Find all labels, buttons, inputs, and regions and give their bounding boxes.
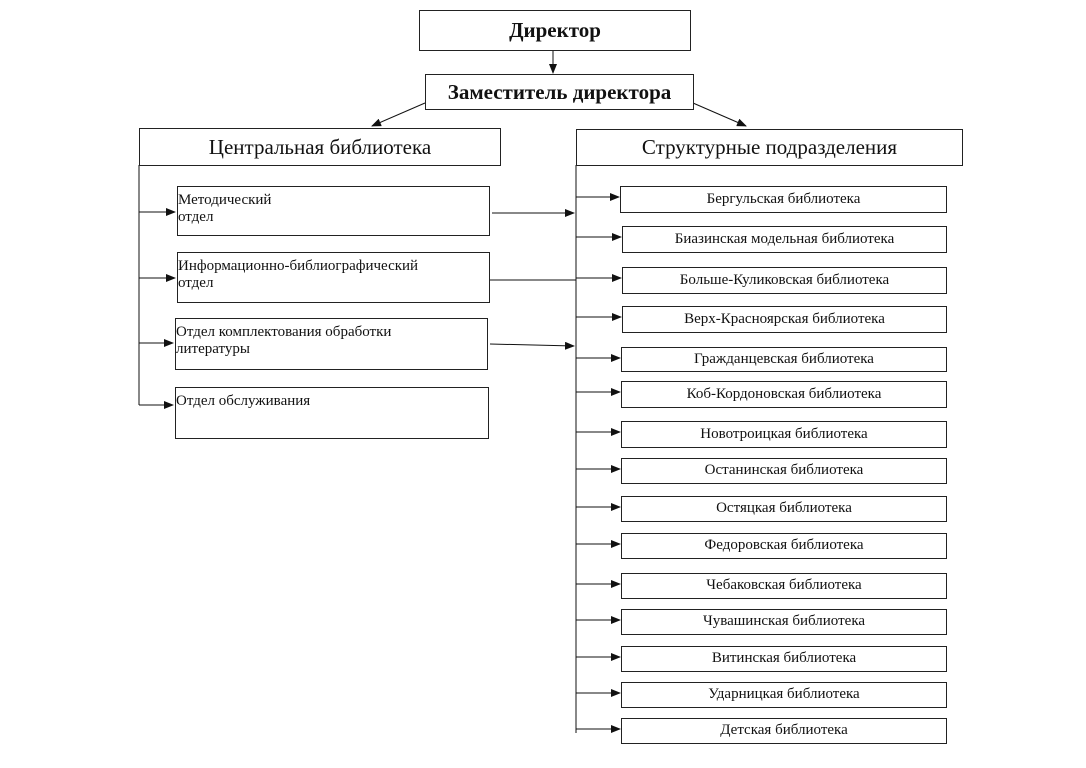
library-label: Гражданцевская библиотека	[694, 350, 874, 367]
deputy-director-title: Заместитель директора	[447, 79, 672, 104]
library-box: Остяцкая библиотека	[621, 496, 947, 522]
library-box: Ударницкая библиотека	[621, 682, 947, 708]
department-label: отдел	[178, 209, 214, 226]
library-box: Чувашинская библиотека	[621, 609, 947, 635]
library-label: Бергульская библиотека	[706, 190, 861, 207]
structural-units-title: Структурные подразделения	[641, 135, 898, 160]
library-label: Биазинская модельная библиотека	[674, 230, 895, 247]
department-label: Методический	[178, 192, 272, 208]
library-box: Детская библиотека	[621, 718, 947, 744]
library-box: Бергульская библиотека	[620, 186, 947, 213]
department-box: Отдел обслуживания	[175, 387, 489, 439]
library-box: Новотроицкая библиотека	[621, 421, 947, 448]
library-box: Федоровская библиотека	[621, 533, 947, 559]
department-label: Информационно-библиографический	[178, 258, 419, 274]
department-label: отдел	[178, 275, 214, 292]
library-label: Детская библиотека	[720, 722, 848, 739]
library-box: Останинская библиотека	[621, 458, 947, 484]
director-title: Директор	[509, 18, 601, 43]
arrow-deputy-to-central	[371, 102, 426, 127]
library-label: Верх-Красноярская библиотека	[684, 310, 885, 327]
library-box: Чебаковская библиотека	[621, 573, 947, 599]
library-box: Биазинская модельная библиотека	[622, 226, 947, 253]
arrow-deputy-to-structural	[692, 102, 747, 127]
department-label: Отдел обслуживания	[176, 393, 311, 409]
library-box: Гражданцевская библиотека	[621, 347, 947, 372]
director-box: Директор	[419, 10, 691, 51]
library-label: Чебаковская библиотека	[706, 577, 862, 594]
library-label: Ударницкая библиотека	[708, 686, 860, 703]
library-label: Остяцкая библиотека	[716, 500, 852, 517]
library-label: Останинская библиотека	[704, 462, 864, 479]
library-label: Федоровская библиотека	[704, 537, 864, 554]
library-label: Коб-Кордоновская библиотека	[686, 385, 882, 402]
structural-units-box: Структурные подразделения	[576, 129, 963, 166]
library-label: Чувашинская библиотека	[702, 613, 866, 630]
library-label: Новотроицкая библиотека	[700, 425, 868, 442]
central-library-title: Центральная библиотека	[208, 134, 432, 159]
library-box: Коб-Кордоновская библиотека	[621, 381, 947, 408]
library-label: Витинская библиотека	[711, 650, 857, 667]
department-label: литературы	[176, 341, 250, 358]
library-box: Больше-Куликовская библиотека	[622, 267, 947, 294]
library-label: Больше-Куликовская библиотека	[679, 271, 890, 288]
arrow-acquisition-to-structural	[489, 341, 575, 350]
deputy-director-box: Заместитель директора	[425, 74, 694, 110]
department-label: Отдел комплектования обработки	[176, 324, 392, 340]
library-box: Верх-Красноярская библиотека	[622, 306, 947, 333]
central-library-box: Центральная библиотека	[139, 128, 501, 166]
library-box: Витинская библиотека	[621, 646, 947, 672]
